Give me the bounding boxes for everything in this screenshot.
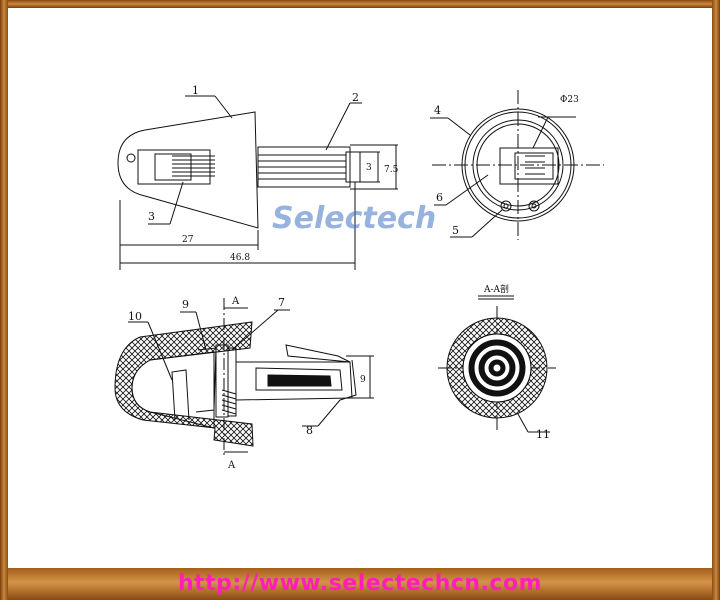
dim-7-5: 7.5 [384, 165, 399, 175]
technical-drawing: 1 2 3 27 46.8 3 7.5 Φ23 4 6 5 10 9 A A 7… [114, 84, 604, 471]
latch [285, 344, 351, 363]
section-view [114, 298, 374, 458]
boot-section [114, 321, 254, 447]
frame-border-top [0, 0, 720, 8]
dim-3: 3 [366, 163, 372, 173]
plug-head [137, 149, 211, 185]
screw-hole-right [528, 200, 540, 212]
footer-bar [0, 568, 720, 600]
aa-section [438, 295, 556, 433]
callout-7: 7 [278, 296, 285, 309]
aa-title: A-A剖 [483, 283, 509, 295]
inner-ring [472, 119, 564, 211]
contact-lines [172, 155, 215, 177]
boot-body [117, 111, 259, 229]
dim-27: 27 [182, 235, 194, 245]
footer-url-link[interactable]: http://www.selectechcn.com [177, 571, 543, 596]
watermark-logo: Selectech [272, 201, 436, 236]
frame-border-right [712, 0, 720, 600]
callout-2: 2 [352, 91, 359, 104]
section-marker-top: A [231, 296, 240, 307]
boot-inner [131, 351, 215, 429]
jack-housing [499, 147, 559, 185]
callout-9: 9 [182, 298, 189, 311]
cable-core [267, 374, 332, 387]
boot-dot [126, 153, 136, 163]
screw-hole-left [500, 200, 512, 212]
callout-5: 5 [452, 224, 459, 237]
dim-phi23: Φ23 [560, 95, 579, 105]
callout-8: 8 [306, 424, 313, 437]
section-marker-bottom: A [227, 460, 236, 471]
dim-9: 9 [360, 375, 366, 385]
callout-4: 4 [434, 104, 441, 117]
callout-3: 3 [148, 210, 155, 223]
dim-46-8: 46.8 [230, 253, 250, 263]
end-view [430, 90, 604, 240]
callout-6: 6 [436, 191, 443, 204]
callout-10: 10 [128, 310, 142, 323]
frame-border-left [0, 0, 8, 600]
cable-end [345, 151, 361, 183]
side-view [117, 95, 398, 270]
callout-1: 1 [192, 84, 199, 97]
callout-11: 11 [536, 428, 550, 441]
outer-ring [461, 108, 575, 222]
